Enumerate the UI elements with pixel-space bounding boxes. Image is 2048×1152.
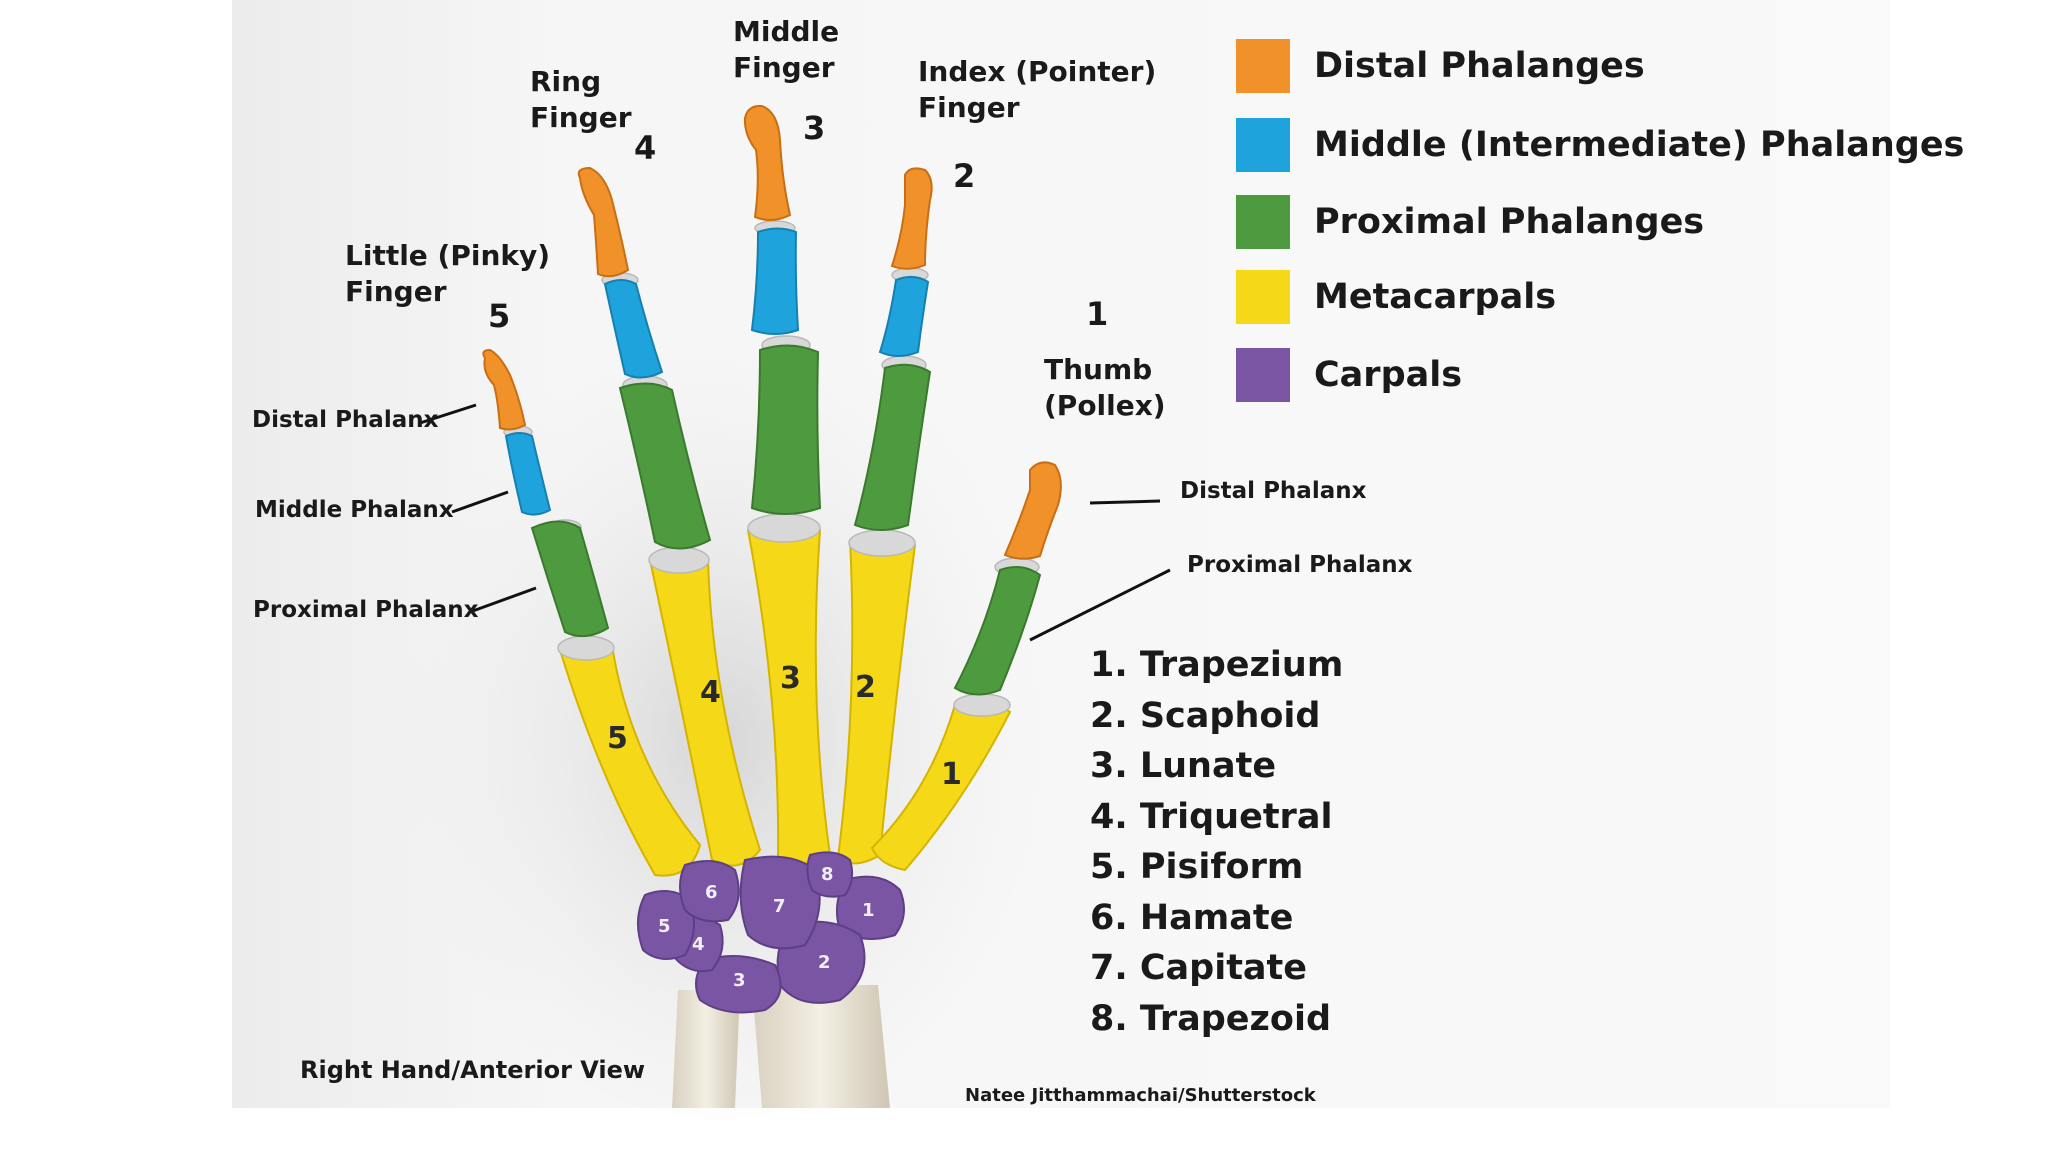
proximal-phalanx-2 — [853, 363, 932, 531]
legend-middle-phalanges: Middle (Intermediate) Phalanges — [1236, 116, 1964, 174]
finger-number-thumb: 1 — [1086, 295, 1109, 333]
distal-phalanx-1 — [1003, 461, 1062, 560]
middle-phalanx-3 — [750, 227, 800, 335]
legend-metacarpals: Metacarpals — [1236, 268, 1556, 326]
carpal-list-item: 3. Lunate — [1090, 746, 1277, 786]
carpal-list-item: 2. Scaphoid — [1090, 695, 1321, 736]
metacarpal-number-3: 3 — [780, 661, 801, 696]
legend-swatch-carpals — [1236, 348, 1290, 402]
distal-phalanx-2 — [890, 167, 933, 270]
label-right-distal-phalanx: Distal Phalanx — [1180, 478, 1367, 504]
proximal-phalanges — [530, 344, 1042, 696]
carpal-list-item: 7. Capitate — [1090, 948, 1308, 988]
carpal-number-6: 6 — [705, 882, 718, 903]
middle-phalanx-2 — [878, 276, 930, 357]
carpal-1-trapezium — [835, 875, 905, 940]
middle-phalanx-4 — [603, 279, 664, 379]
finger-label-thumb: Thumb (Pollex) — [1044, 353, 1166, 423]
middle-phalanx-5 — [504, 432, 552, 516]
carpal-number-4: 4 — [692, 934, 705, 955]
carpal-number-5: 5 — [658, 916, 671, 937]
carpal-list-item: 4. Triquetral — [1090, 796, 1333, 837]
carpal-bone-list: 1. Trapezium 2. Scaphoid 3. Lunate 4. Tr… — [1090, 640, 1343, 1044]
metacarpal-number-1: 1 — [941, 757, 962, 792]
proximal-phalanx-5 — [530, 520, 610, 638]
label-left-proximal-phalanx: Proximal Phalanx — [253, 597, 479, 623]
middle-phalanges — [504, 227, 930, 516]
finger-number-ring: 4 — [634, 129, 657, 167]
radius-bone — [752, 985, 890, 1108]
distal-phalanx-4 — [577, 166, 630, 278]
carpal-number-7: 7 — [773, 896, 786, 917]
legend-label-middle: Middle (Intermediate) Phalanges — [1314, 125, 1965, 165]
carpal-number-1: 1 — [862, 900, 875, 921]
legend-proximal-phalanges: Proximal Phalanges — [1236, 193, 1704, 251]
legend-label-metacarpals: Metacarpals — [1314, 277, 1557, 317]
finger-label-middle: Middle Finger — [733, 15, 840, 85]
proximal-phalanx-3 — [750, 344, 822, 515]
metacarpal-number-4: 4 — [700, 675, 721, 710]
legend-swatch-distal — [1236, 39, 1290, 93]
finger-label-little: Little (Pinky) Finger — [345, 239, 551, 309]
carpal-list-item: 8. Trapezoid — [1090, 998, 1332, 1039]
distal-phalanx-3 — [743, 104, 792, 221]
distal-phalanx-5 — [482, 348, 527, 431]
finger-label-ring: Ring Finger — [530, 65, 632, 135]
view-caption: Right Hand/Anterior View — [300, 1056, 646, 1084]
carpal-8-trapezoid — [806, 851, 854, 898]
leader-lines — [419, 403, 1171, 642]
carpal-5-pisiform — [637, 890, 695, 960]
label-left-middle-phalanx: Middle Phalanx — [255, 497, 454, 523]
carpal-7-capitate — [739, 855, 821, 950]
legend-label-distal: Distal Phalanges — [1314, 46, 1645, 86]
legend-swatch-proximal — [1236, 195, 1290, 249]
label-right-proximal-phalanx: Proximal Phalanx — [1187, 552, 1413, 578]
carpal-number-8: 8 — [821, 864, 834, 885]
carpal-list-item: 5. Pisiform — [1090, 847, 1304, 887]
finger-number-index: 2 — [953, 157, 976, 195]
image-credit: Natee Jitthammachai/Shutterstock — [965, 1085, 1316, 1106]
proximal-phalanx-4 — [618, 382, 712, 550]
carpal-list-item: 1. Trapezium — [1090, 645, 1344, 685]
legend-carpals: Carpals — [1236, 346, 1462, 404]
carpal-number-2: 2 — [818, 952, 831, 973]
finger-number-middle: 3 — [803, 109, 826, 147]
carpal-3-lunate — [695, 955, 782, 1014]
legend-label-carpals: Carpals — [1314, 355, 1463, 395]
legend-label-proximal: Proximal Phalanges — [1314, 202, 1705, 242]
metacarpal-number-5: 5 — [607, 721, 628, 756]
carpal-list-item: 6. Hamate — [1090, 897, 1294, 938]
finger-number-little: 5 — [488, 297, 511, 335]
label-left-distal-phalanx: Distal Phalanx — [252, 407, 439, 433]
carpals — [637, 851, 905, 1014]
ulna-bone — [672, 990, 740, 1108]
proximal-phalanx-1 — [953, 565, 1042, 696]
legend-swatch-middle — [1236, 118, 1290, 172]
metacarpal-number-2: 2 — [855, 670, 876, 705]
finger-label-index: Index (Pointer) Finger — [918, 55, 1157, 125]
distal-phalanges — [482, 104, 1062, 560]
legend-swatch-metacarpals — [1236, 270, 1290, 324]
carpal-6-hamate — [679, 860, 740, 923]
legend-distal-phalanges: Distal Phalanges — [1236, 37, 1645, 95]
carpal-number-3: 3 — [733, 970, 746, 991]
